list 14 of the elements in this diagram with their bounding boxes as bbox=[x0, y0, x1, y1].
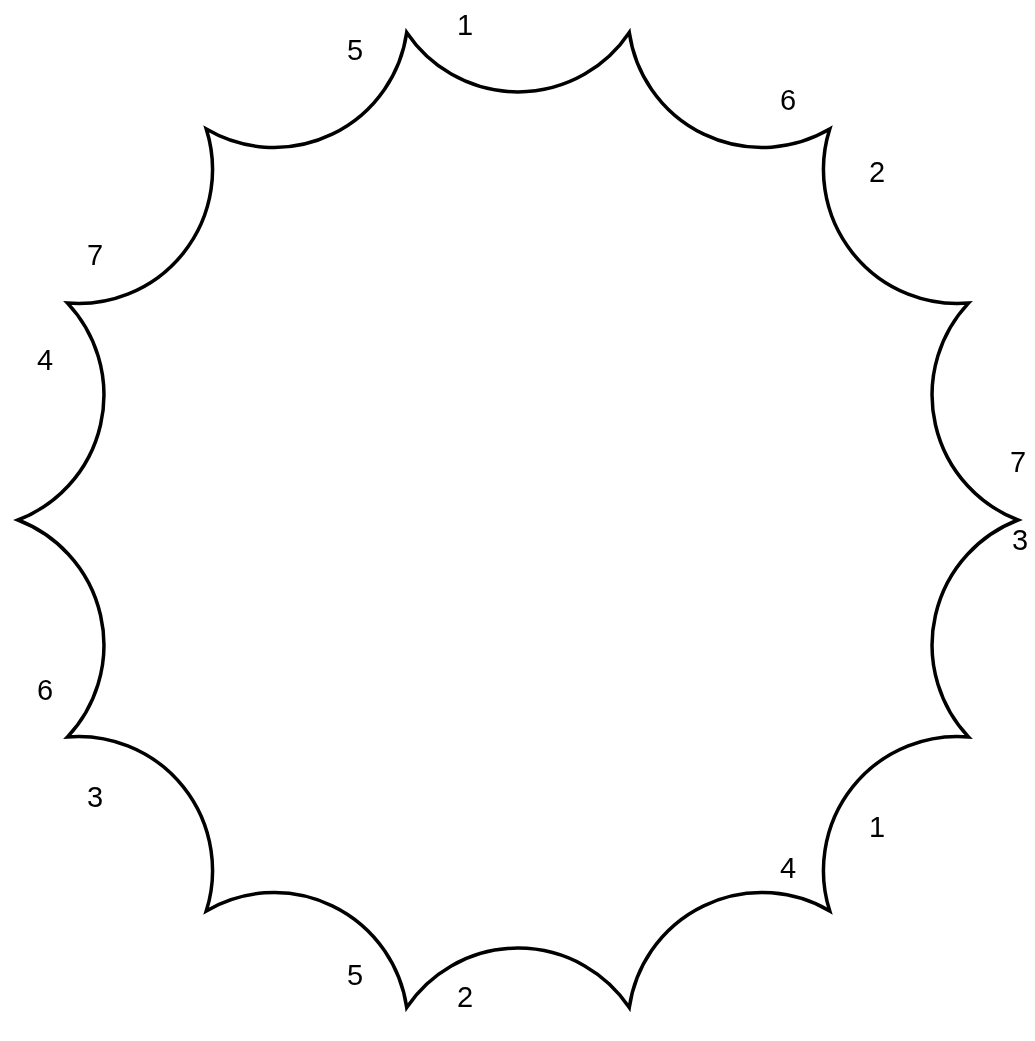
vertex-number: 5 bbox=[346, 960, 364, 990]
vertex-number: 4 bbox=[779, 853, 797, 883]
vertex-number: 3 bbox=[1011, 525, 1029, 555]
vertex-number: 6 bbox=[36, 675, 54, 705]
vertex-number: 5 bbox=[346, 35, 364, 65]
vertex-number: 6 bbox=[779, 85, 797, 115]
vertex-number: 3 bbox=[86, 782, 104, 812]
vertex-number: 1 bbox=[868, 812, 886, 842]
vertex-number: 7 bbox=[1009, 447, 1027, 477]
vertex-number: 7 bbox=[86, 240, 104, 270]
vertex-number: 2 bbox=[868, 157, 886, 187]
vertex-number: 1 bbox=[456, 10, 474, 40]
vertex-number: 2 bbox=[456, 982, 474, 1012]
vertex-number: 4 bbox=[36, 345, 54, 375]
